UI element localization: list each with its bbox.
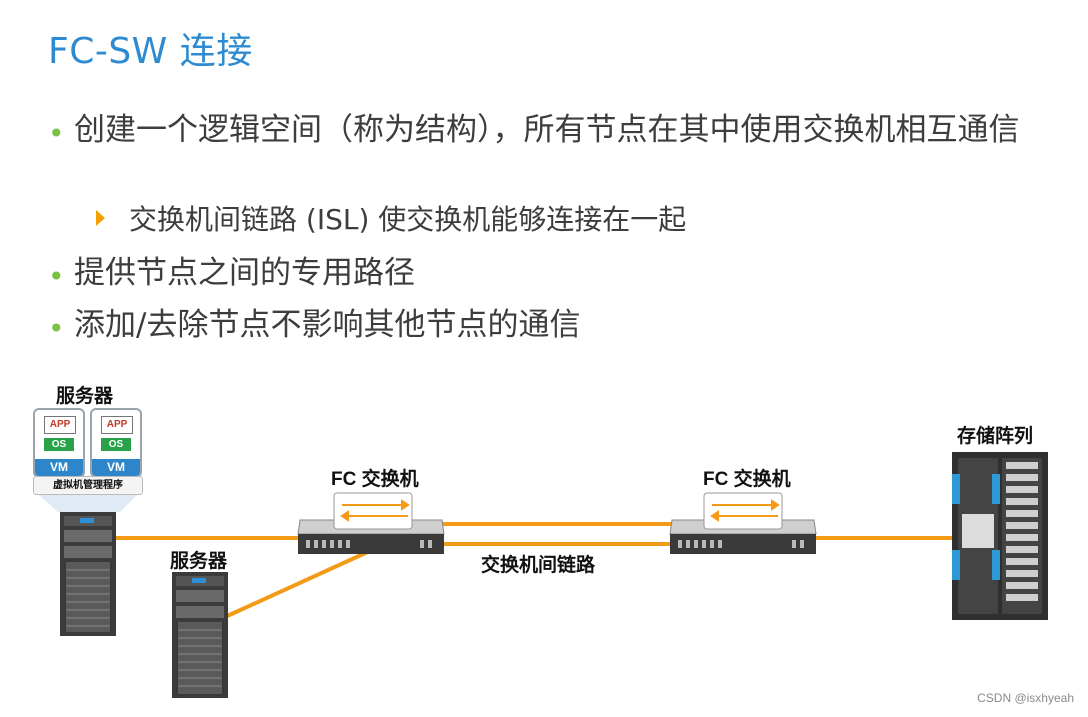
link-server-bottom-to-switch: [224, 548, 373, 619]
fc-switch-right-icon: [669, 492, 817, 554]
sub-bullet: 交换机间链路 (ISL) 使交换机能够连接在一起: [96, 200, 686, 240]
bullet-dot-icon: •: [48, 117, 65, 150]
switch-right-label: FC 交换机: [703, 469, 791, 490]
vm-app-label: APP: [101, 416, 133, 434]
bullet-2-text: 提供节点之间的专用路径: [74, 255, 415, 291]
server-top-icon: [60, 512, 116, 636]
server-top-label: 服务器: [56, 386, 114, 407]
storage-array-icon: [952, 452, 1048, 620]
bullet-dot-icon: •: [48, 312, 65, 345]
server-bottom-label: 服务器: [170, 551, 228, 572]
isl-label: 交换机间链路: [481, 555, 596, 576]
bullet-3: • 添加/去除节点不影响其他节点的通信: [48, 303, 1034, 347]
vm-card-2: APP OS VM: [90, 408, 142, 478]
bullet-dot-icon: •: [48, 260, 65, 293]
hypervisor-bar: 虚拟机管理程序: [33, 476, 143, 495]
bullet-3-text: 添加/去除节点不影响其他节点的通信: [74, 307, 581, 343]
hypervisor-glow: [38, 494, 138, 512]
switch-left-label: FC 交换机: [331, 469, 419, 490]
server-bottom-icon: [172, 572, 228, 698]
watermark: CSDN @isxhyeah: [977, 691, 1074, 705]
vm-label: VM: [35, 459, 83, 476]
bullet-1-text: 创建一个逻辑空间（称为结构），所有节点在其中使用交换机相互通信: [74, 112, 1020, 148]
bullet-2: • 提供节点之间的专用路径: [48, 251, 1034, 295]
vm-os-label: OS: [44, 438, 74, 451]
vm-app-label: APP: [44, 416, 76, 434]
triangle-bullet-icon: [96, 210, 105, 226]
vm-os-label: OS: [101, 438, 131, 451]
vm-card-1: APP OS VM: [33, 408, 85, 478]
vm-label: VM: [92, 459, 140, 476]
storage-array-label: 存储阵列: [957, 426, 1034, 447]
slide-title: FC-SW 连接: [48, 31, 253, 72]
sub-bullet-text: 交换机间链路 (ISL) 使交换机能够连接在一起: [129, 203, 687, 236]
bullet-1: • 创建一个逻辑空间（称为结构），所有节点在其中使用交换机相互通信: [48, 108, 1034, 152]
fc-switch-left-icon: [297, 492, 445, 554]
